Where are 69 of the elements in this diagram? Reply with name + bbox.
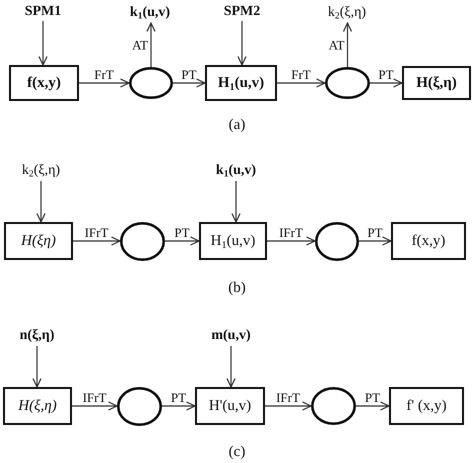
arrow xyxy=(146,22,156,67)
arrow xyxy=(231,181,241,223)
arrow xyxy=(265,401,312,411)
formula-text: H(ξ,η) xyxy=(18,398,57,414)
edge-label: IFrT xyxy=(276,391,300,404)
signal-label: SPM1 xyxy=(13,3,73,21)
process-box xyxy=(9,65,79,101)
formula-text: H(ξη) xyxy=(21,232,56,250)
arrow xyxy=(173,78,206,88)
operation-ellipse xyxy=(117,386,162,426)
arrow xyxy=(237,21,247,66)
formula-text: H'(u,v) xyxy=(208,398,252,414)
arrow xyxy=(356,401,390,411)
arrow xyxy=(73,236,121,246)
edge-label: FrT xyxy=(291,68,311,81)
edge-label: PT xyxy=(367,226,383,239)
process-box xyxy=(389,387,464,425)
arrow xyxy=(342,22,352,67)
operation-ellipse xyxy=(325,67,370,99)
process-box xyxy=(199,222,267,260)
arrow xyxy=(72,401,118,411)
edge-label: PT xyxy=(378,68,394,81)
signal-label: k$_{1}$(u,v) xyxy=(116,3,184,23)
arrow xyxy=(36,181,46,223)
arrow xyxy=(162,401,196,411)
operation-ellipse xyxy=(120,222,165,260)
panel-label: (c) xyxy=(228,444,246,460)
process-box xyxy=(4,222,73,260)
process-box xyxy=(402,66,471,100)
formula-text: f(x,y) xyxy=(412,232,446,250)
arrow xyxy=(277,78,326,88)
arrow xyxy=(226,346,236,388)
edge-label: AT xyxy=(328,38,344,52)
operation-ellipse xyxy=(311,387,356,425)
formula-text: H$_{1}$(u,v) xyxy=(218,74,264,92)
process-box xyxy=(391,222,466,260)
edge-label: AT xyxy=(132,38,148,52)
arrow xyxy=(359,236,392,246)
formula-text: f' (x,y) xyxy=(406,398,447,414)
signal-label: k$_{2}$(ξ,η) xyxy=(6,161,76,181)
formula-text: f(x,y) xyxy=(27,74,61,92)
arrow xyxy=(370,78,403,88)
panel-label: (b) xyxy=(228,280,246,296)
signal-label: k$_{2}$(ξ,η) xyxy=(312,3,382,23)
operation-ellipse xyxy=(129,67,173,99)
signal-label: m(u,v) xyxy=(198,326,264,346)
arrow xyxy=(79,78,130,88)
panel-label: (a) xyxy=(228,116,246,134)
edge-label: PT xyxy=(174,226,190,239)
signal-label: SPM2 xyxy=(212,3,272,21)
arrow xyxy=(267,236,316,246)
edge-label: PT xyxy=(170,391,186,404)
edge-label: FrT xyxy=(94,68,114,81)
arrow xyxy=(38,21,48,66)
edge-label: PT xyxy=(364,391,380,404)
operation-ellipse xyxy=(315,222,359,260)
edge-label: IFrT xyxy=(84,226,108,239)
signal-label: n(ξ,η) xyxy=(5,326,69,346)
process-box xyxy=(205,65,277,101)
process-box xyxy=(195,387,265,425)
formula-text: H$_{1}$(u,v) xyxy=(210,232,256,250)
edge-label: PT xyxy=(181,68,197,81)
signal-label: k$_{1}$(u,v) xyxy=(201,161,271,181)
arrow xyxy=(32,346,42,388)
edge-label: IFrT xyxy=(82,391,106,404)
edge-label: IFrT xyxy=(279,226,303,239)
formula-text: H(ξ,η) xyxy=(416,74,457,92)
arrow xyxy=(165,236,200,246)
process-box xyxy=(3,387,72,425)
